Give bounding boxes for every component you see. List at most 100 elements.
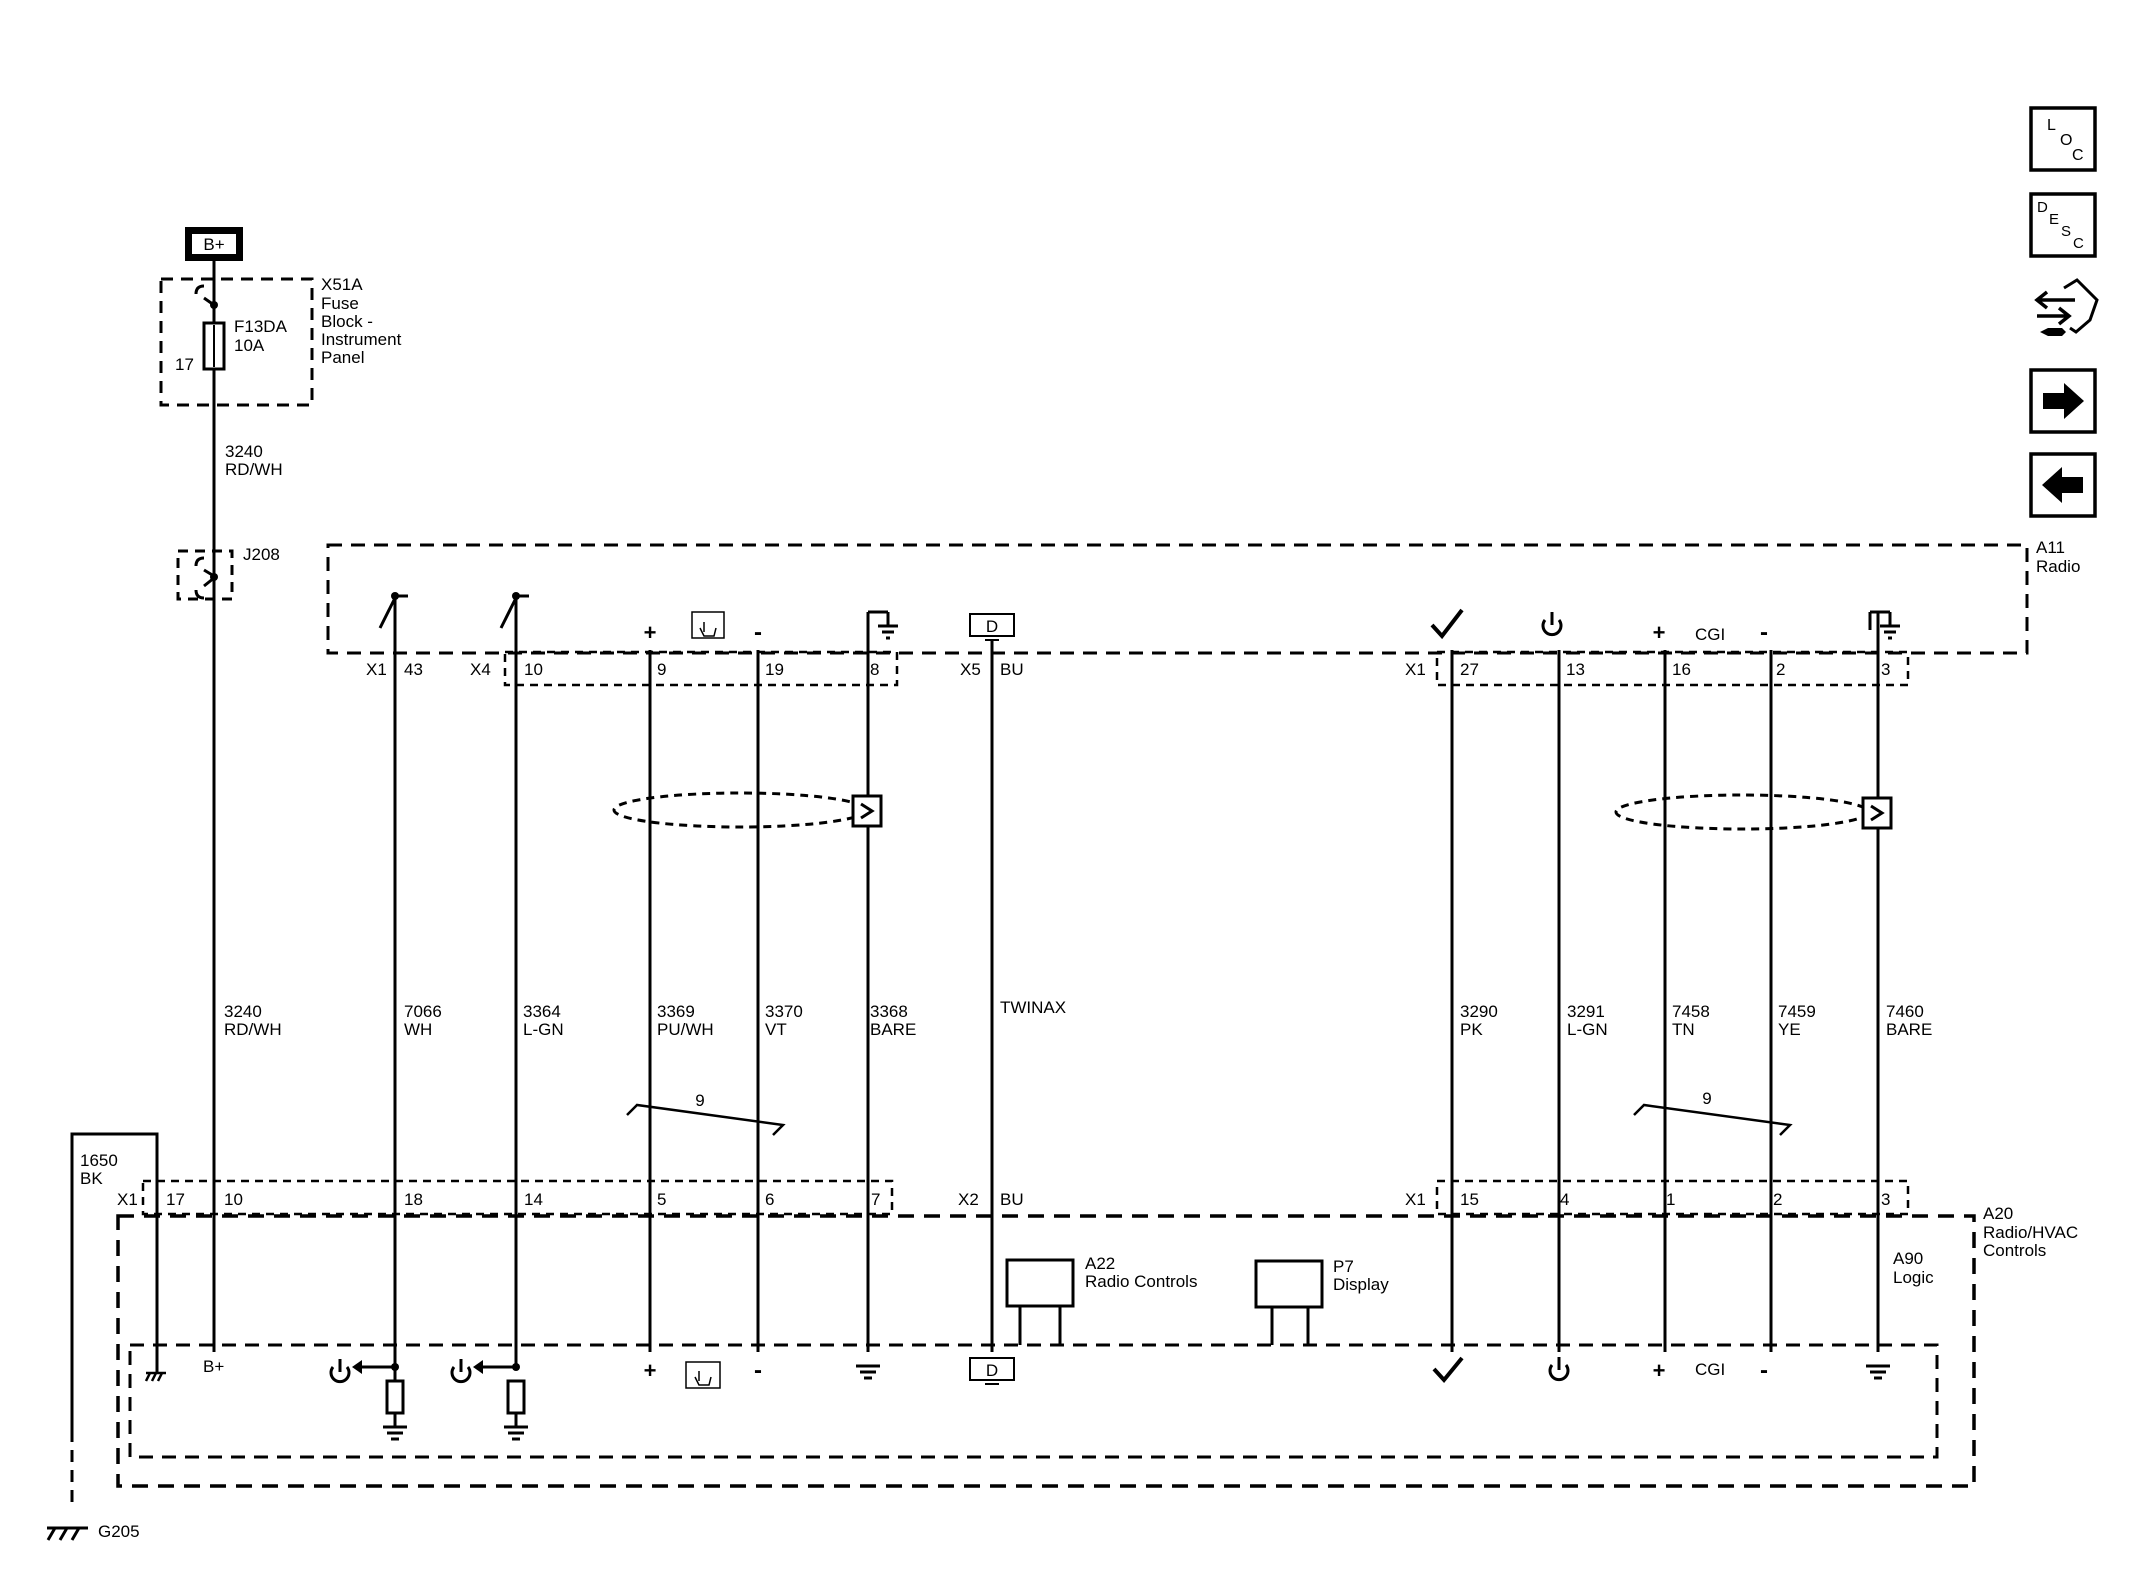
- minus-symbol: -: [754, 619, 762, 646]
- connector-x4-outline: [503, 650, 899, 687]
- power-icon: [450, 1359, 520, 1384]
- svg-text:9: 9: [1702, 1089, 1711, 1108]
- description-button[interactable]: D E S C: [2029, 192, 2097, 258]
- top-pin-label: 8: [870, 660, 879, 679]
- wire-color-label: TN: [1672, 1020, 1695, 1039]
- wire-labels: 3240RD/WH7066WH3364L-GN3369PU/WH3370VT33…: [224, 998, 1932, 1039]
- next-page-button[interactable]: [2029, 368, 2097, 434]
- minus-symbol: -: [754, 1357, 762, 1384]
- top-pin-label: 3: [1881, 660, 1890, 679]
- fuse-block-desc-4: Panel: [321, 348, 364, 367]
- bottom-pin-label: 2: [1773, 1190, 1782, 1209]
- bottom-pin-label: 6: [765, 1190, 774, 1209]
- minus-symbol: -: [1760, 1357, 1768, 1384]
- wire-color-label: BARE: [1886, 1020, 1932, 1039]
- ground-icon: [1868, 610, 1900, 640]
- bottom-pin-label: 10: [224, 1190, 243, 1209]
- fuse-block-desc-3: Instrument: [321, 330, 402, 349]
- splice-name: J208: [243, 545, 280, 564]
- fuse-block-desc-2: Block -: [321, 312, 373, 331]
- resistor-icon: [504, 1379, 528, 1441]
- logic-name: A90: [1893, 1249, 1923, 1268]
- switch-icon: [499, 592, 529, 629]
- wire-circuit-label: 3364: [523, 1002, 561, 1021]
- wire-top-circuit: 3240: [225, 442, 263, 461]
- ground-wire-circuit: 1650: [80, 1151, 118, 1170]
- svg-text:D: D: [986, 617, 998, 636]
- connector-bottom-x1b-label: X1: [1405, 1190, 1426, 1209]
- display-icon: D: [969, 1357, 1015, 1385]
- connector-x1-label: X1: [366, 660, 387, 679]
- twist-mark-right: 9: [1633, 1089, 1793, 1136]
- bottom-pin-label: 18: [404, 1190, 423, 1209]
- bottom-pin-label: BU: [1000, 1190, 1024, 1209]
- fuse-block-desc-1: Fuse: [321, 294, 359, 313]
- radio-controls-desc: Radio Controls: [1085, 1272, 1197, 1291]
- power-icon: [1541, 612, 1563, 637]
- previous-page-button[interactable]: [2029, 452, 2097, 518]
- internal-bplus: B+: [203, 1357, 224, 1376]
- arrow-left-icon: [2042, 467, 2083, 503]
- connector-end-view-icon[interactable]: [2034, 278, 2099, 336]
- wire-circuit-label: 3368: [870, 1002, 908, 1021]
- wire-circuit-label: 3370: [765, 1002, 803, 1021]
- wire-circuit-label: 7458: [1672, 1002, 1710, 1021]
- wire-color-label: PU/WH: [657, 1020, 714, 1039]
- top-pin-label: 19: [765, 660, 784, 679]
- connector-bottom-x1-label: X1: [117, 1190, 138, 1209]
- touch-icon: [691, 611, 725, 639]
- plus-symbol: +: [1653, 620, 1666, 645]
- bottom-pin-label: 15: [1460, 1190, 1479, 1209]
- top-pin-label: 13: [1566, 660, 1585, 679]
- svg-text:L: L: [2047, 117, 2056, 134]
- touch-icon: [685, 1361, 721, 1389]
- controls-desc-1: Radio/HVAC: [1983, 1223, 2078, 1242]
- wire-color-label: RD/WH: [224, 1020, 282, 1039]
- fuse-block-connector-icon: [194, 284, 218, 309]
- controls-module-outline: [116, 1214, 1976, 1488]
- location-button[interactable]: L O C: [2029, 106, 2097, 172]
- bottom-pin-label: 5: [657, 1190, 666, 1209]
- top-pin-label: BU: [1000, 660, 1024, 679]
- wire-color-label: BARE: [870, 1020, 916, 1039]
- plus-symbol: +: [644, 620, 657, 645]
- radio-name: A11: [2036, 538, 2065, 557]
- bottom-pin-label: 7: [871, 1190, 880, 1209]
- display-icon: D: [969, 613, 1015, 641]
- radio-module-outline: [326, 543, 2029, 655]
- minus-symbol: -: [1760, 619, 1768, 646]
- wire-circuit-label: 3240: [224, 1002, 262, 1021]
- chassis-ground-icon: [144, 1353, 166, 1382]
- wire-color-label: L-GN: [523, 1020, 564, 1039]
- fuse-name: F13DA: [234, 317, 288, 336]
- svg-text:D: D: [986, 1361, 998, 1380]
- connector-x1-bottom-outline: [141, 1179, 894, 1216]
- wire-color-label: L-GN: [1567, 1020, 1608, 1039]
- bottom-pin-label: 3: [1881, 1190, 1890, 1209]
- wire-circuit-label: 7460: [1886, 1002, 1924, 1021]
- wire-1650: [70, 1132, 159, 1510]
- internal-cgi: CGI: [1695, 1360, 1725, 1379]
- chassis-ground-icon: [46, 1526, 88, 1541]
- arrow-right-icon: [2043, 383, 2084, 419]
- twist-mark-left: 9: [626, 1091, 786, 1136]
- power-icon: [1548, 1357, 1570, 1382]
- bottom-pin-label: 14: [524, 1190, 543, 1209]
- fuse-rating: 10A: [234, 336, 265, 355]
- wire-circuit-label: 7459: [1778, 1002, 1816, 1021]
- ground-icon: [866, 610, 898, 640]
- connector-x1b-label: X1: [1405, 660, 1426, 679]
- wire-color-label: VT: [765, 1020, 787, 1039]
- resistor-icon: [383, 1367, 407, 1441]
- checkmark-icon: [1430, 608, 1464, 640]
- wire-color-label: YE: [1778, 1020, 1801, 1039]
- wire-circuit-label: 7066: [404, 1002, 442, 1021]
- fuse-block-outline: [159, 277, 314, 407]
- display-component: [1254, 1259, 1324, 1345]
- battery-positive-symbol: B+: [185, 227, 243, 261]
- ground-icon: [1866, 1364, 1890, 1380]
- svg-text:C: C: [2072, 147, 2084, 164]
- logic-desc: Logic: [1893, 1268, 1934, 1287]
